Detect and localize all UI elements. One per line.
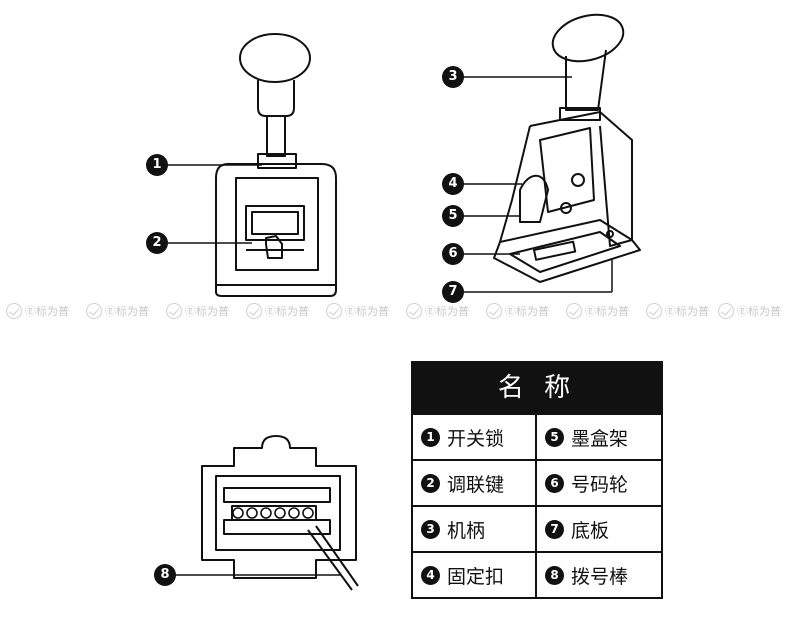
watermark-logo: Ⓔ标为普 [566, 302, 638, 322]
part-label: 调联键 [447, 473, 505, 496]
part-number-icon: 3 [421, 519, 440, 539]
watermark-logo: Ⓔ标为普 [6, 302, 78, 322]
part-number-icon: 6 [545, 473, 564, 493]
leader-lines [167, 76, 613, 576]
part-label: 墨盒架 [571, 427, 629, 450]
callout-3: 3 [442, 66, 464, 88]
part-number-icon: 7 [545, 519, 564, 539]
part-number-icon: 5 [545, 427, 564, 447]
watermark-strip: Ⓔ标为普 Ⓔ标为普 Ⓔ标为普 Ⓔ标为普 Ⓔ标为普 Ⓔ标为普 Ⓔ标为普 Ⓔ标为普 … [0, 302, 790, 324]
part-cell: 1 开关锁 [413, 413, 537, 459]
watermark-logo: Ⓔ标为普 [486, 302, 558, 322]
table-title: 名 称 [413, 363, 661, 413]
part-number-icon: 8 [545, 565, 564, 585]
callout-1: 1 [146, 154, 168, 176]
part-number-icon: 4 [421, 565, 440, 585]
part-label: 号码轮 [571, 473, 629, 496]
part-label: 机柄 [447, 519, 486, 542]
part-label: 底板 [571, 519, 610, 542]
part-label: 拨号棒 [571, 565, 629, 588]
table-grid: 1 开关锁 5 墨盒架 2 调联键 6 号码轮 3 机柄 7 底板 4 固定扣 8 拨号棒 [413, 413, 661, 597]
part-label: 固定扣 [447, 565, 505, 588]
part-cell: 3 机柄 [413, 505, 537, 551]
watermark-logo: Ⓔ标为普 [86, 302, 158, 322]
part-number-icon: 2 [421, 473, 440, 493]
part-cell: 5 墨盒架 [537, 413, 661, 459]
callout-6: 6 [442, 243, 464, 265]
watermark-logo: Ⓔ标为普 [166, 302, 238, 322]
part-cell: 7 底板 [537, 505, 661, 551]
bottom-view-machine [201, 435, 359, 591]
part-cell: 8 拨号棒 [537, 551, 661, 597]
part-cell: 4 固定扣 [413, 551, 537, 597]
watermark-logo: Ⓔ标为普 [646, 302, 718, 322]
callout-7: 7 [442, 281, 464, 303]
callout-5: 5 [442, 205, 464, 227]
side-view-machine [493, 13, 641, 283]
watermark-logo: Ⓔ标为普 [246, 302, 318, 322]
part-label: 开关锁 [447, 427, 505, 450]
parts-name-table: 名 称 1 开关锁 5 墨盒架 2 调联键 6 号码轮 3 机柄 7 底板 4 固定扣 8 拨号… [411, 361, 663, 599]
part-number-icon: 1 [421, 427, 440, 447]
watermark-logo: Ⓔ标为普 [326, 302, 398, 322]
callout-2: 2 [146, 232, 168, 254]
callout-8: 8 [154, 564, 176, 586]
watermark-logo: Ⓔ标为普 [406, 302, 478, 322]
front-view-machine [215, 33, 337, 297]
part-cell: 2 调联键 [413, 459, 537, 505]
callout-4: 4 [442, 173, 464, 195]
watermark-logo: Ⓔ标为普 [718, 302, 790, 322]
number-wheels [232, 507, 314, 519]
part-cell: 6 号码轮 [537, 459, 661, 505]
